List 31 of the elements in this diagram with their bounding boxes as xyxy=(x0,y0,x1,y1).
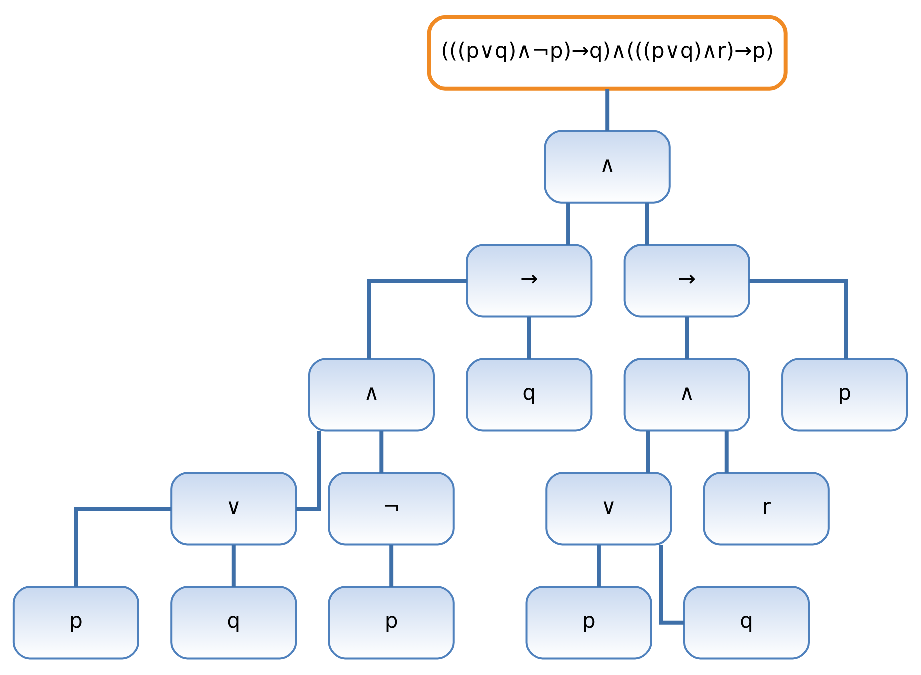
node-box: ∧ xyxy=(624,358,750,432)
node-box: p xyxy=(12,586,140,660)
node-box: p xyxy=(782,358,908,432)
node-box: ∨ xyxy=(546,472,672,546)
node-box: → xyxy=(624,244,750,318)
node-box: ∧ xyxy=(308,358,435,432)
connector xyxy=(646,430,650,473)
connector xyxy=(232,544,236,587)
connector xyxy=(685,316,690,359)
connector xyxy=(367,278,468,358)
connector xyxy=(750,278,848,358)
node-box: p xyxy=(526,586,652,660)
connector xyxy=(724,430,729,473)
node-box: (((p∨q)∧¬p)→q)∧(((p∨q)∧r)→p) xyxy=(427,14,788,90)
node-box: q xyxy=(170,586,298,660)
connector xyxy=(390,544,394,587)
connector xyxy=(645,202,650,245)
connector xyxy=(527,316,532,359)
node-box: p xyxy=(328,586,455,660)
connector xyxy=(380,430,384,473)
node-box: → xyxy=(466,244,593,318)
connector xyxy=(74,506,172,586)
connector xyxy=(606,88,610,131)
node-box: ∨ xyxy=(170,472,298,546)
node-box: r xyxy=(703,472,830,546)
node-box: ∧ xyxy=(544,130,671,204)
node-box: ¬ xyxy=(328,472,455,546)
node-box: q xyxy=(683,586,810,660)
connector xyxy=(566,202,570,245)
node-box: q xyxy=(466,358,593,432)
connector xyxy=(597,544,601,587)
